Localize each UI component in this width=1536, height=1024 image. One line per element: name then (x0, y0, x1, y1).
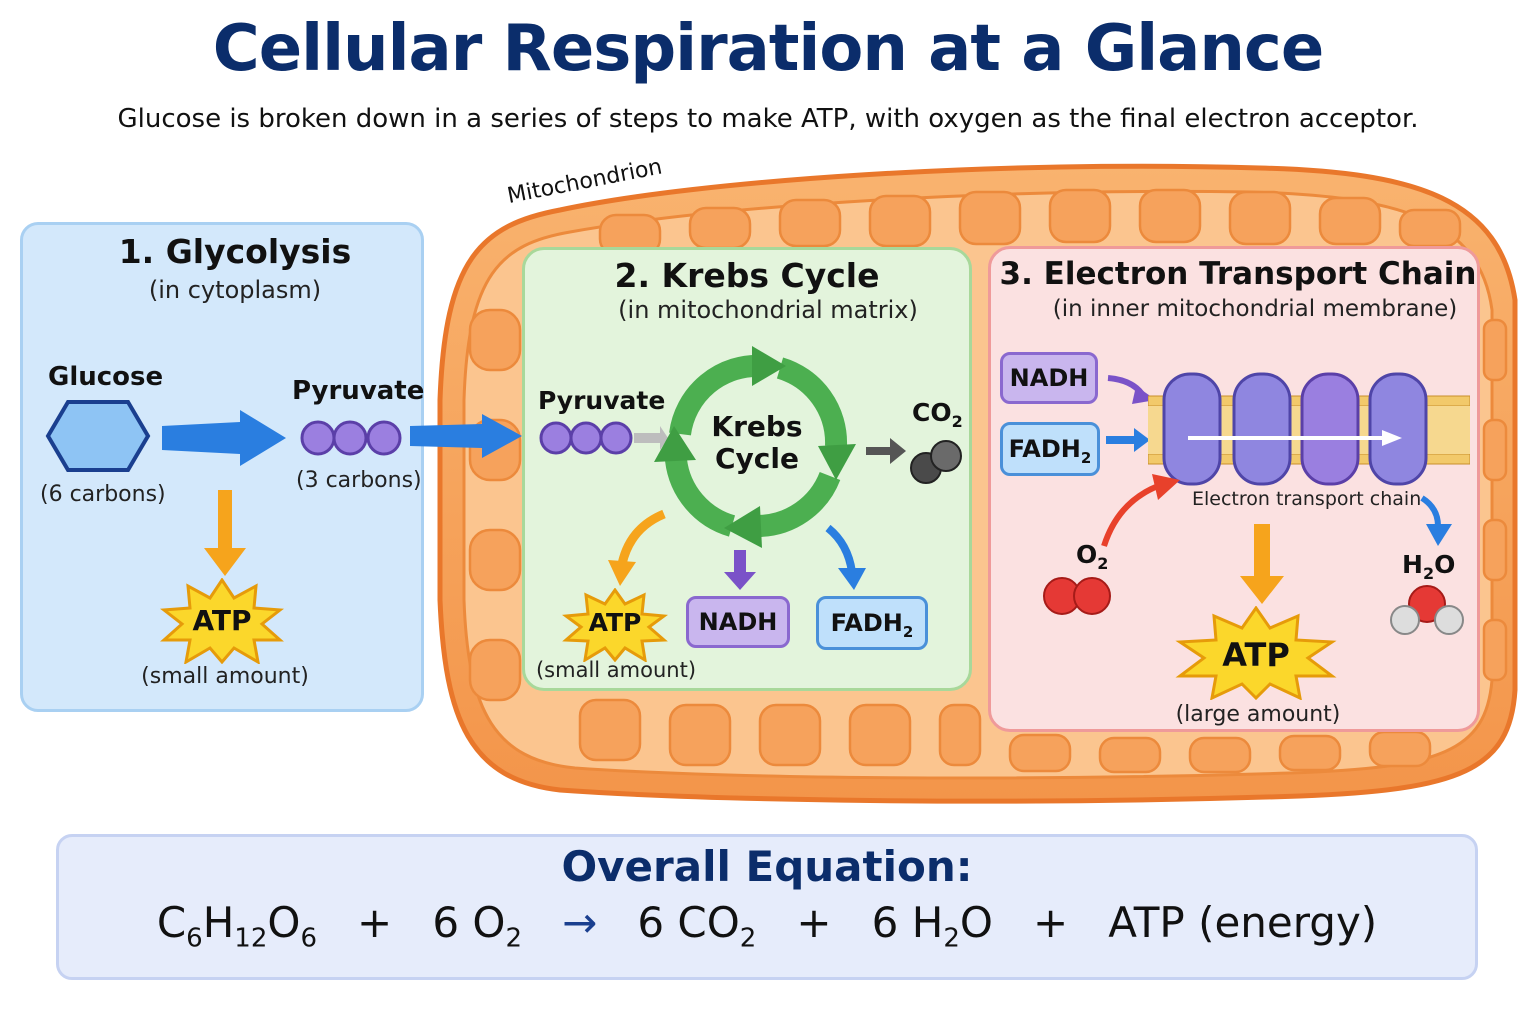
overall-equation-box (56, 834, 1478, 980)
h2o-label-o: O (1434, 550, 1456, 579)
overall-equation: C6H12O6 + 6 O2 → 6 CO2 + 6 H2O + ATP (en… (56, 898, 1478, 953)
etc-atp-star-icon (1175, 606, 1337, 700)
eq-plus-2: + (796, 898, 832, 947)
eq-water-coef: 6 H (871, 898, 944, 947)
krebs-heading: 2. Krebs Cycle (614, 256, 880, 295)
eq-glucose-c: C (156, 898, 187, 947)
etc-fadh-badge: FADH2 (1000, 422, 1100, 476)
etc-nadh-badge: NADH (1000, 352, 1098, 404)
o2-label-sub: 2 (1097, 554, 1109, 573)
etc-location: (in inner mitochondrial membrane) (1052, 296, 1458, 322)
eq-glucose-o: O (267, 898, 301, 947)
krebs-nadh-arrow-icon (724, 550, 756, 590)
krebs-cycle-label-line1: Krebs (711, 410, 803, 443)
glycolysis-location: (in cytoplasm) (148, 276, 322, 304)
page-subtitle: Glucose is broken down in a series of st… (117, 104, 1419, 134)
krebs-cycle-label-line2: Cycle (715, 442, 799, 475)
krebs-fadh-sub: 2 (902, 622, 914, 641)
glycolysis-heading: 1. Glycolysis (118, 232, 352, 271)
electron-transport-chain-icon (1148, 372, 1470, 486)
co2-label-sub: 2 (951, 412, 963, 431)
water-release-arrow-icon (1420, 495, 1452, 546)
eq-co2-coef: 6 CO (637, 898, 740, 947)
pyruvate-transfer-arrow-icon (410, 414, 522, 458)
co2-label-main: CO (912, 398, 952, 427)
o2-molecule-icon (1043, 577, 1111, 615)
o2-label-main: O (1076, 540, 1098, 569)
krebs-location: (in mitochondrial matrix) (618, 296, 918, 324)
glucose-hexagon-icon (45, 400, 151, 472)
krebs-fadh-main: FADH (830, 609, 903, 637)
h2o-label-h: H (1402, 550, 1423, 579)
glycolysis-atp-arrow-icon (204, 490, 246, 576)
eq-glucose-h-n: 12 (234, 923, 268, 954)
eq-glucose-o-n: 6 (300, 923, 317, 954)
eq-glucose: C6H12O6 (156, 898, 317, 953)
water-molecule-icon (1390, 585, 1464, 635)
eq-oxygen-coef: 6 O (432, 898, 506, 947)
etc-atp-arrow-icon (1240, 524, 1284, 604)
glucose-to-pyruvate-arrow-icon (162, 410, 286, 466)
krebs-atp-arrow-icon (608, 509, 666, 586)
etc-atp-label: ATP (1222, 636, 1290, 674)
atp-star-icon (160, 578, 284, 664)
o2-to-chain-arrow-icon (1101, 474, 1180, 547)
glycolysis-atp-note: (small amount) (141, 664, 309, 689)
krebs-atp-note: (small amount) (535, 658, 697, 682)
eq-water-n: 2 (943, 923, 960, 954)
pyruvate-molecule-icon (300, 420, 402, 456)
krebs-pyruvate-label: Pyruvate (538, 386, 666, 415)
eq-plus-1: + (357, 898, 393, 947)
o2-label: O2 (1076, 540, 1108, 573)
co2-molecule-icon (910, 440, 962, 484)
eq-oxygen: 6 O2 (432, 898, 522, 953)
glycolysis-atp-label: ATP (192, 604, 252, 637)
eq-oxygen-n: 2 (505, 923, 522, 954)
krebs-cycle-arrows-icon (654, 346, 856, 548)
krebs-fadh-arrow-icon (825, 524, 866, 590)
eq-glucose-h: H (202, 898, 235, 947)
page-title: Cellular Respiration at a Glance (212, 12, 1325, 86)
glucose-label: Glucose (48, 362, 164, 392)
eq-water-tail: O (959, 898, 993, 947)
eq-arrow: → (562, 898, 598, 947)
eq-co2: 6 CO2 (637, 898, 756, 953)
cristae-folds (468, 188, 1508, 774)
co2-label: CO2 (912, 398, 963, 431)
h2o-label-sub: 2 (1422, 564, 1435, 583)
glucose-carbons-note: (6 carbons) (40, 482, 166, 507)
electron-transport-chain-label: Electron transport chain (1192, 488, 1422, 510)
krebs-pyruvate-molecule-icon (539, 421, 668, 455)
eq-glucose-c-n: 6 (186, 923, 203, 954)
pyruvate-carbons-note: (3 carbons) (296, 468, 422, 493)
krebs-atp-label: ATP (588, 608, 642, 637)
etc-heading: 3. Electron Transport Chain (999, 256, 1477, 292)
krebs-fadh-badge: FADH2 (816, 596, 928, 650)
h2o-label: H2O (1402, 550, 1455, 583)
overall-equation-title: Overall Equation: (561, 842, 973, 891)
etc-fadh-main: FADH (1008, 435, 1081, 463)
eq-co2-n: 2 (739, 923, 757, 954)
krebs-nadh-badge: NADH (686, 596, 790, 648)
etc-fadh-sub: 2 (1080, 448, 1092, 467)
krebs-atp-star-icon (562, 588, 668, 662)
etc-atp-note: (large amount) (1175, 702, 1341, 727)
eq-plus-3: + (1033, 898, 1069, 947)
pyruvate-label: Pyruvate (292, 376, 425, 406)
eq-water: 6 H2O (871, 898, 993, 953)
co2-release-arrow-icon (866, 438, 906, 464)
eq-energy: ATP (energy) (1108, 898, 1378, 947)
